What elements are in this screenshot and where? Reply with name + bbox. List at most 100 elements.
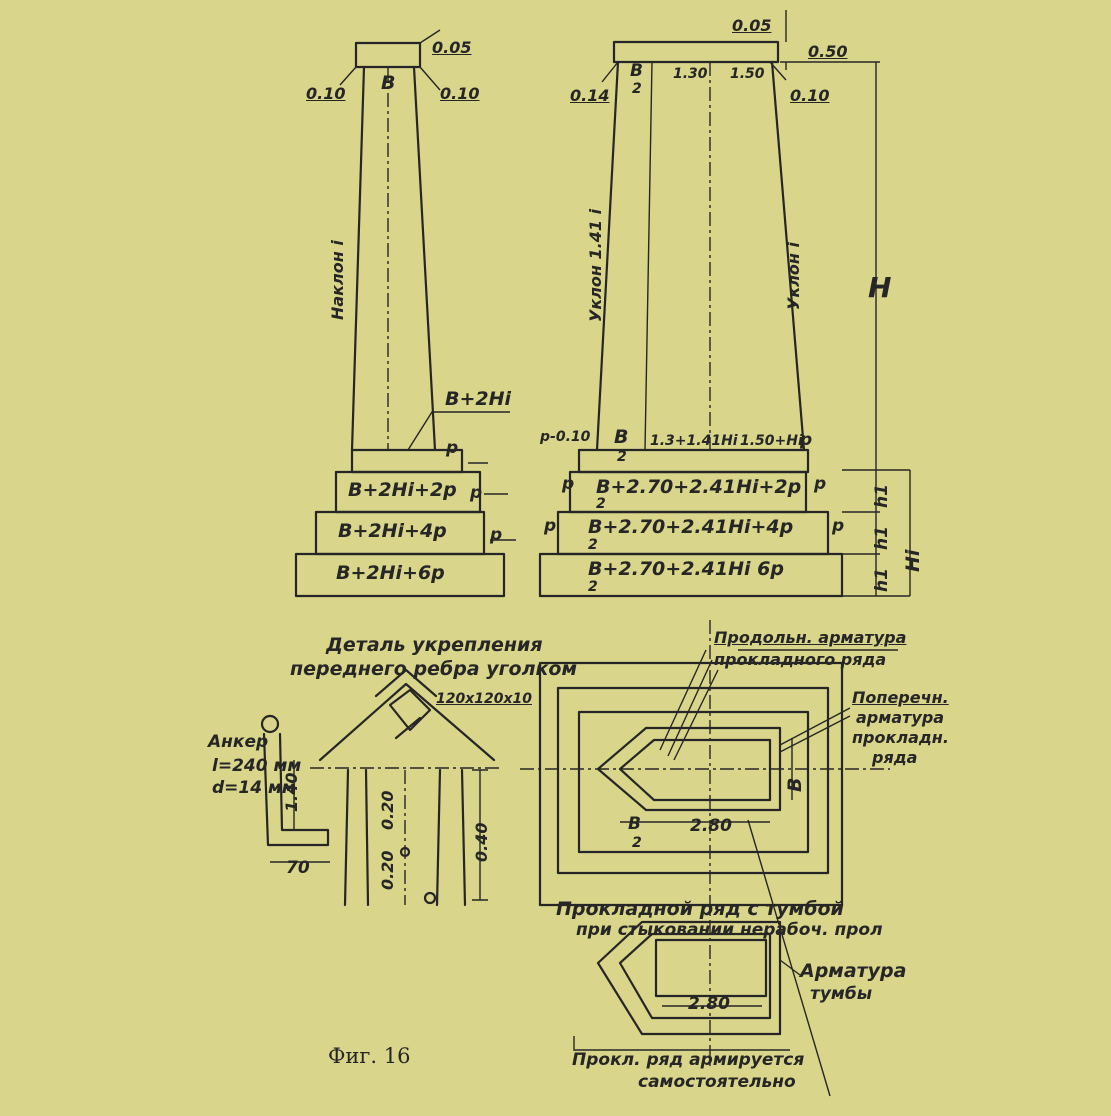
detail-title-2: переднего ребра уголком bbox=[290, 658, 578, 680]
left-p-1: p bbox=[470, 483, 483, 503]
detail-roof bbox=[318, 682, 496, 762]
right-base-left: p-0.10 bbox=[540, 429, 591, 445]
plan-trans-reinf-1: Поперечн. bbox=[852, 688, 949, 707]
bottom-dim-280: 2.80 bbox=[688, 994, 730, 1014]
left-top-dim: 0.05 bbox=[432, 38, 472, 57]
right-step-label-3: B+2.70+2.41Hi 6p bbox=[588, 558, 784, 580]
right-right-slope: Уклон i bbox=[784, 241, 803, 310]
detail-dim-020b: 0.20 bbox=[378, 850, 397, 890]
anchor-title: Анкер bbox=[208, 732, 269, 752]
anchor-d: d=14 мм bbox=[212, 778, 296, 798]
plan-dim-b-den: 2 bbox=[632, 835, 642, 851]
right-p-1: p bbox=[562, 474, 575, 494]
bottom-outline bbox=[596, 920, 782, 1036]
left-p-0: p bbox=[446, 438, 459, 458]
bottom-note-1: Прокл. ряд армируется bbox=[572, 1050, 805, 1070]
right-pier-cap bbox=[612, 40, 780, 64]
right-step-0 bbox=[577, 448, 810, 474]
right-pier-body bbox=[595, 60, 806, 452]
detail-dim-040: 0.40 bbox=[472, 822, 491, 862]
bottom-title-2: при стыковании нерабоч. прол bbox=[576, 920, 883, 940]
left-pier bbox=[294, 29, 516, 598]
right-p-0: p bbox=[800, 430, 813, 450]
right-side-h1-a: h1 bbox=[872, 484, 892, 508]
plan-trans-reinf-4: ряда bbox=[872, 748, 918, 767]
left-base-label: B+2Hi bbox=[445, 388, 512, 410]
right-cap-right: 1.50 bbox=[730, 66, 765, 82]
detail-angle bbox=[260, 668, 500, 907]
right-step-3 bbox=[538, 552, 844, 598]
right-side-dims bbox=[842, 469, 911, 597]
left-cap-left-dim: 0.10 bbox=[306, 84, 346, 103]
long-reinf-leaders bbox=[659, 649, 719, 761]
plan-long-reinf-1: Продольн. арматура bbox=[714, 628, 907, 647]
right-step-den-1: 2 bbox=[596, 496, 606, 512]
left-pier-cap bbox=[354, 41, 422, 69]
right-side-h1-c: h1 bbox=[872, 568, 892, 592]
note-leader bbox=[747, 819, 831, 1097]
bottom-leaders bbox=[573, 959, 801, 1051]
left-step-label-2: B+2Hi+4p bbox=[338, 520, 447, 542]
left-step-label-3: B+2Hi+6p bbox=[336, 562, 445, 584]
anchor-rod bbox=[262, 732, 330, 847]
anchor-head bbox=[260, 714, 280, 734]
left-cap-center: B bbox=[381, 72, 396, 94]
right-base-b-den: 2 bbox=[617, 449, 627, 465]
left-cap-right-dim: 0.10 bbox=[440, 84, 480, 103]
detail-walls bbox=[343, 768, 467, 907]
plan-dim-b-plan: B bbox=[628, 814, 641, 834]
left-pier-body bbox=[350, 65, 437, 452]
left-side-label: Наклон i bbox=[328, 240, 347, 320]
bottom-note-2: самостоятельно bbox=[638, 1072, 796, 1092]
bottom-title-1: Прокладной ряд с тумбой bbox=[556, 898, 844, 920]
right-cap-b-den: 2 bbox=[632, 81, 642, 97]
trans-reinf-leaders bbox=[779, 707, 851, 753]
detail-title-1: Деталь укрепления bbox=[326, 634, 543, 656]
detail-clamp bbox=[388, 688, 432, 740]
right-top-right-dim: 0.50 bbox=[808, 42, 848, 61]
plan-dim-b: B bbox=[784, 777, 806, 792]
left-pier-cap-leaders bbox=[339, 29, 441, 91]
right-left-slope: Уклон 1.41 i bbox=[586, 208, 605, 322]
left-step-label-1: B+2Hi+2p bbox=[348, 479, 457, 501]
bottom-reinf-2: тумбы bbox=[810, 984, 873, 1004]
anchor-l: l=240 мм bbox=[212, 756, 302, 776]
right-left-dim: 0.14 bbox=[570, 86, 610, 105]
right-step-den-3: 2 bbox=[588, 579, 598, 595]
right-base-mid: 1.3+1.41Hi bbox=[650, 433, 738, 449]
right-step-label-1: B+2.70+2.41Hi+2p bbox=[596, 476, 802, 498]
plan-long-reinf-2: прокладного ряда bbox=[714, 650, 887, 669]
plan-pier-inner bbox=[618, 738, 772, 802]
plan-trans-reinf-2: арматура bbox=[856, 708, 945, 727]
right-base-right: 1.50+Hi bbox=[740, 433, 803, 449]
figure-caption: Фиг. 16 bbox=[328, 1044, 411, 1068]
right-step-label-2: B+2.70+2.41Hi+4p bbox=[588, 516, 794, 538]
anchor-dim-70: 70 bbox=[286, 858, 310, 878]
left-step-3 bbox=[294, 552, 506, 598]
right-side-hi: Hi bbox=[902, 549, 924, 572]
right-pier-cap-leaders bbox=[601, 10, 880, 83]
anchor-dim-140: 1.40 bbox=[282, 772, 301, 812]
bottom-detail bbox=[573, 920, 801, 1051]
right-height-label: H bbox=[868, 271, 892, 304]
right-p-3: p bbox=[544, 516, 557, 536]
left-p-arrows bbox=[468, 462, 516, 541]
plan-trans-reinf-3: прокладн. bbox=[852, 728, 949, 747]
left-p-2: p bbox=[490, 525, 503, 545]
detail-angle-label: 120x120x10 bbox=[436, 691, 532, 707]
plan-rect-3 bbox=[577, 710, 810, 854]
right-top-dim: 0.05 bbox=[732, 16, 772, 35]
detail-bolt-2 bbox=[423, 891, 437, 905]
detail-dim-020a: 0.20 bbox=[378, 790, 397, 830]
detail-bolt bbox=[399, 846, 411, 858]
right-cap-mid: 1.30 bbox=[673, 66, 708, 82]
plan-view bbox=[520, 620, 898, 1097]
detail-dim-040 bbox=[472, 769, 488, 901]
bottom-reinf-1: Арматура bbox=[800, 960, 907, 982]
plan-outer-rect bbox=[538, 661, 844, 907]
plan-rect-2 bbox=[556, 686, 830, 875]
right-p-2: p bbox=[814, 474, 827, 494]
right-p-4: p bbox=[832, 516, 845, 536]
